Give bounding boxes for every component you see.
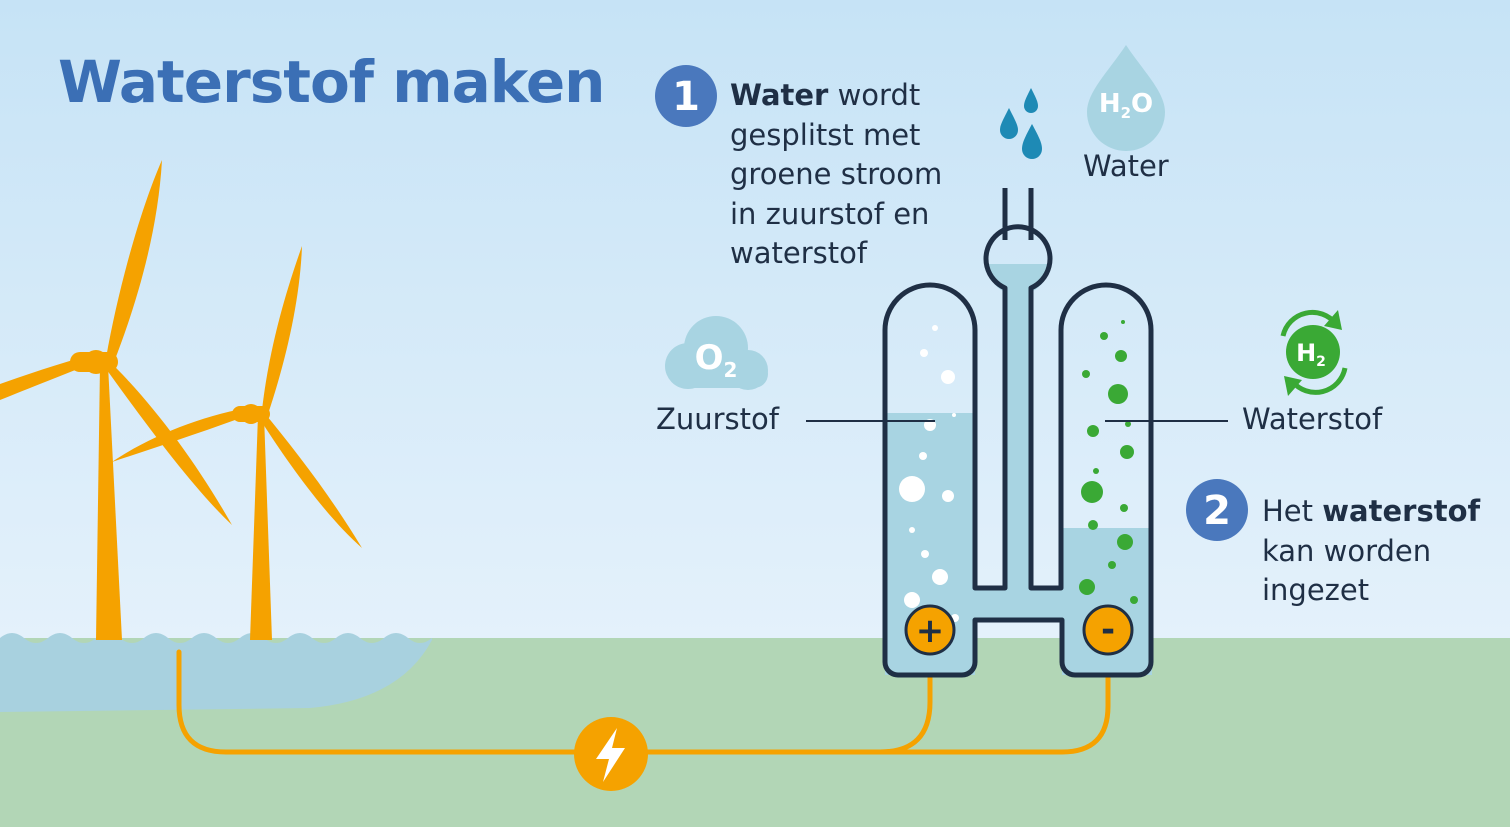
step-1-badge: 1: [655, 65, 717, 127]
negative-electrode: -: [1082, 604, 1134, 656]
o2-cloud-icon: O2: [665, 316, 768, 390]
h2-sub: 2: [1316, 354, 1326, 370]
step-1-description: Water wordt gesplitst met groene stroom …: [730, 76, 970, 274]
step-2-badge: 2: [1186, 479, 1248, 541]
wind-turbine-left: [0, 160, 232, 640]
waterstof-label: Waterstof: [1242, 402, 1383, 436]
sea: [0, 633, 432, 712]
page-title: Waterstof maken: [58, 48, 605, 116]
wind-turbine-right: [112, 246, 362, 640]
step-1-bold: Water: [730, 78, 829, 112]
electrolyzer: + -: [882, 188, 1154, 678]
power-cable: [176, 637, 1111, 755]
step-1-number: 1: [672, 74, 700, 120]
o2-sub: 2: [723, 358, 737, 382]
step-2-bold: waterstof: [1322, 494, 1481, 528]
svg-text:H2: H2: [1296, 339, 1326, 370]
h2o-sub: 2: [1121, 104, 1131, 122]
minus-sign: -: [1101, 610, 1115, 650]
svg-text:H2O: H2O: [1099, 89, 1153, 122]
svg-text:O2: O2: [695, 338, 738, 382]
step-2-number: 2: [1203, 488, 1231, 534]
h2-recycle-icon: H2: [1280, 309, 1348, 396]
step-2-prefix: Het: [1262, 494, 1323, 528]
lightning-icon: [574, 717, 648, 791]
sky: [0, 0, 1510, 640]
h2o-o: O: [1131, 89, 1153, 119]
step-2-description: Het waterstof kan worden ingezet: [1262, 492, 1502, 611]
water-drops-icon: [1000, 88, 1042, 159]
hydrogen-bubbles: [1079, 320, 1138, 604]
o2-o: O: [695, 338, 724, 378]
h2-h: H: [1296, 339, 1316, 367]
positive-electrode: +: [904, 604, 956, 656]
h2o-drop-icon: H2O: [1087, 45, 1165, 151]
step-1-rest: wordt gesplitst met groene stroom in zuu…: [730, 78, 943, 270]
oxygen-bubbles: [899, 325, 959, 622]
plus-sign: +: [916, 611, 945, 651]
zuurstof-label: Zuurstof: [656, 402, 779, 436]
h2o-h: H: [1099, 89, 1121, 119]
step-2-rest: kan worden ingezet: [1262, 533, 1432, 608]
water-label: Water: [1083, 149, 1169, 183]
